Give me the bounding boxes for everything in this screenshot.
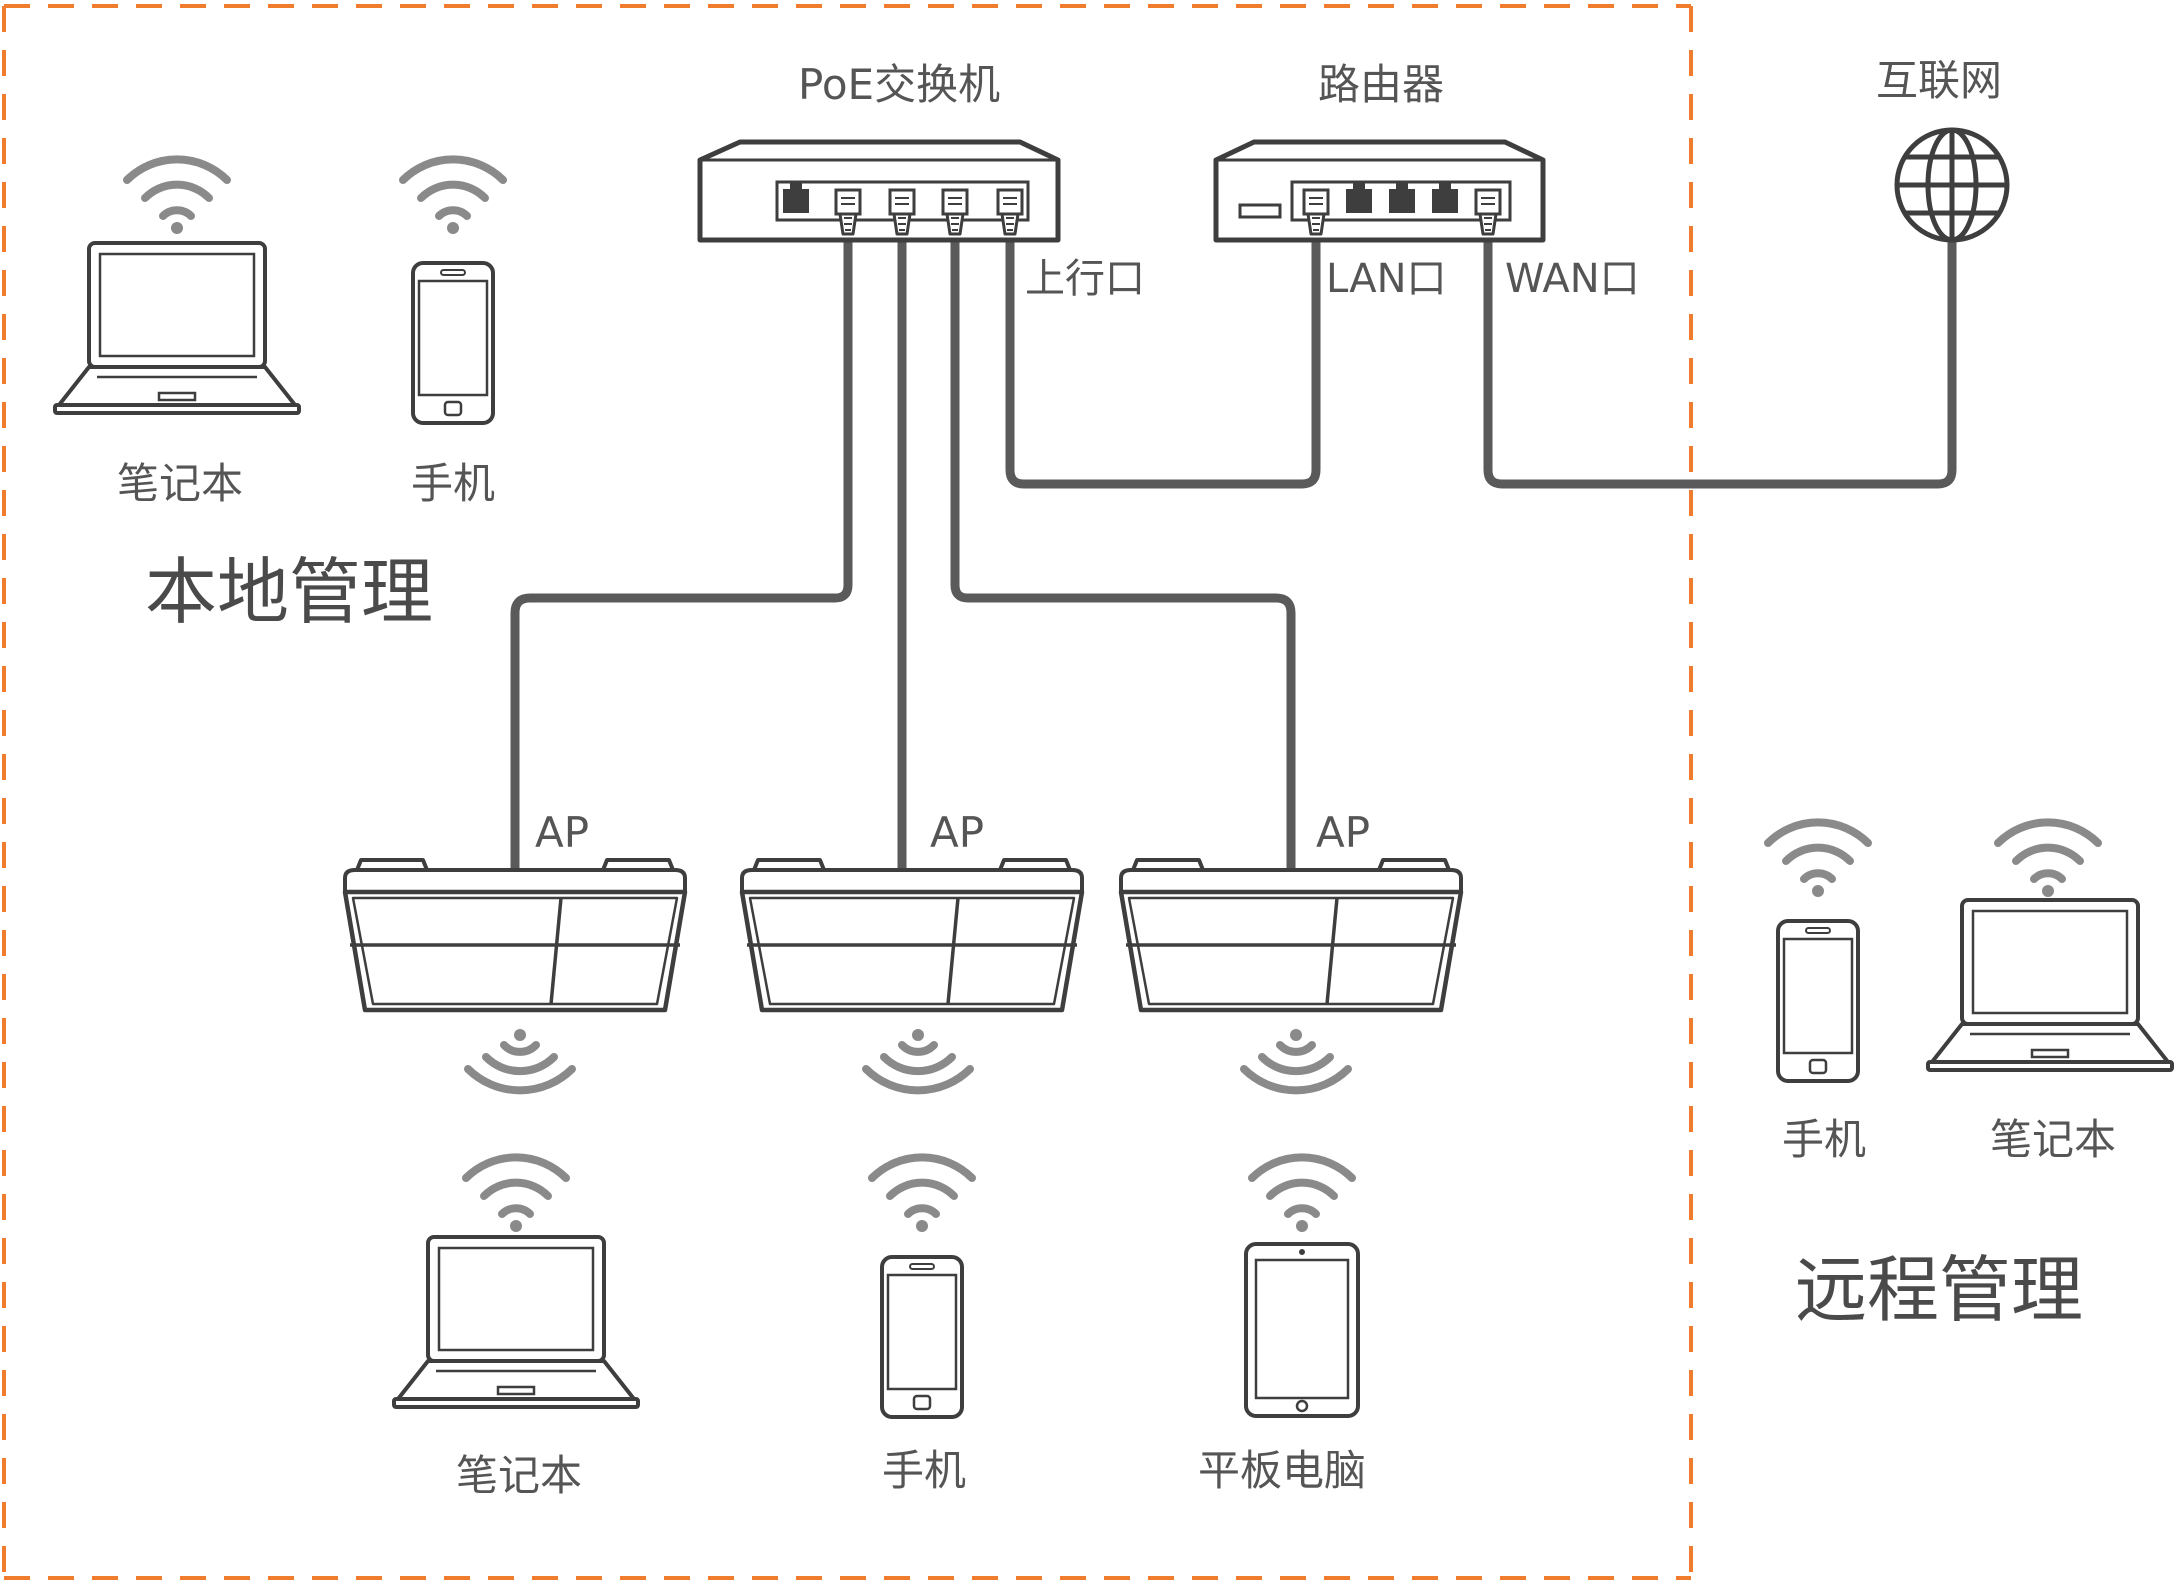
phone-label: 手机	[411, 459, 496, 508]
access-point-1	[345, 860, 685, 1010]
laptop-icon	[1926, 898, 2174, 1072]
wifi-signal-icon	[1998, 822, 2098, 897]
access-point-2	[742, 860, 1082, 1010]
ap-label: AP	[535, 808, 590, 857]
phone-icon	[411, 261, 495, 425]
cables	[510, 230, 1957, 873]
laptop-icon	[392, 1235, 640, 1409]
wifi-signal-icon	[1768, 822, 1868, 897]
phone-icon	[880, 1255, 964, 1419]
phone-label: 手机	[1782, 1115, 1867, 1164]
laptop-icon	[53, 241, 301, 415]
wifi-signal-icon	[1244, 1029, 1348, 1090]
wifi-signal-icon	[466, 1157, 566, 1232]
uplink-port-label: 上行口	[1025, 256, 1145, 302]
local-zone-boundary	[2, 4, 1693, 1580]
internet-label: 互联网	[1876, 56, 2003, 105]
poe-switch-label: PoE交换机	[798, 60, 1001, 109]
local-zone-title: 本地管理	[145, 550, 434, 634]
tablet-icon	[1244, 1242, 1360, 1418]
wifi-signal-icon	[127, 159, 227, 234]
cable-router-wan-internet	[1483, 230, 1957, 489]
laptop-label: 笔记本	[1990, 1115, 2117, 1164]
wifi-signal-icon	[403, 159, 503, 234]
cable-switch-ap3	[950, 235, 1296, 873]
wifi-signal-icon	[872, 1157, 972, 1232]
globe-icon	[1894, 127, 2010, 243]
cable-uplink-router-lan	[1005, 235, 1321, 489]
wifi-signal-icon	[866, 1029, 970, 1090]
laptop-label: 笔记本	[117, 459, 244, 508]
remote-zone-title: 远程管理	[1795, 1248, 2084, 1332]
access-point-3	[1121, 860, 1461, 1010]
tablet-label: 平板电脑	[1198, 1446, 1367, 1495]
cable-switch-ap1	[510, 235, 853, 873]
wifi-signal-icon	[1252, 1157, 1352, 1232]
lan-port-label: LAN口	[1326, 256, 1447, 302]
router-label: 路由器	[1318, 60, 1445, 109]
wan-port-label: WAN口	[1505, 256, 1640, 302]
router	[1213, 139, 1546, 243]
wifi-signal-icon	[468, 1029, 572, 1090]
phone-label: 手机	[882, 1446, 967, 1495]
ap-label: AP	[1316, 808, 1371, 857]
poe-switch	[697, 139, 1061, 243]
laptop-label: 笔记本	[456, 1451, 583, 1500]
phone-icon	[1776, 919, 1860, 1083]
ap-label: AP	[930, 808, 985, 857]
